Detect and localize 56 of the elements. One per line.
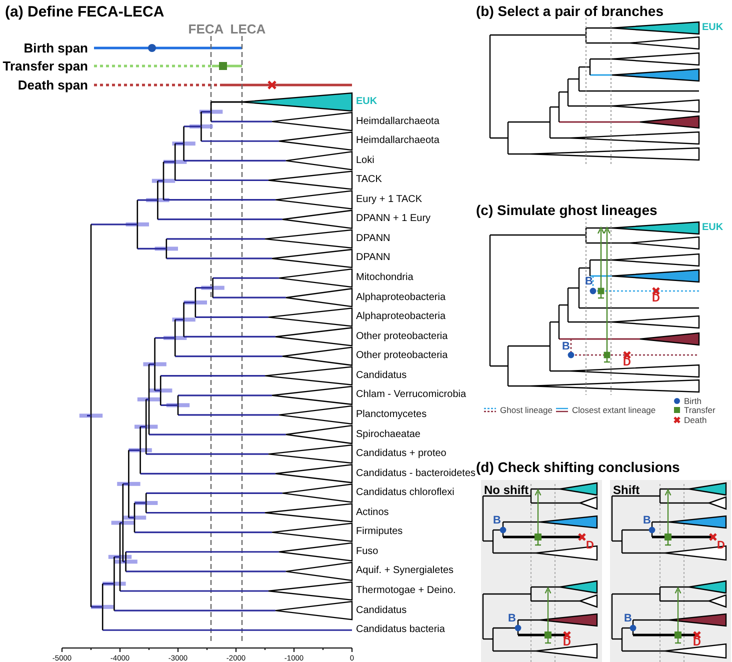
era-label: FECA [188, 22, 224, 36]
clade-label: EUK [702, 223, 724, 233]
era-label: LECA [230, 22, 266, 36]
panel-heading: No shift [484, 484, 529, 496]
taxon-label: Other proteobacteria [356, 351, 448, 362]
taxon-label: Candidatus + proteo [356, 449, 446, 460]
event-letter: B [493, 516, 501, 526]
taxon-label: Firmiputes [356, 527, 403, 538]
span-label: Transfer span [2, 60, 88, 72]
taxon-label: Aquif. + Synergialetes [356, 566, 454, 576]
event-letter: D [693, 638, 701, 648]
legend-label: Death [684, 416, 707, 424]
taxon-label: Candidatus [356, 370, 407, 381]
clade-label: EUK [702, 23, 724, 33]
legend-label: Closest extant lineage [572, 406, 656, 414]
panel-title: (b) Select a pair of branches [476, 4, 664, 18]
taxon-label: Loki [356, 156, 374, 166]
event-letter: B [643, 516, 651, 526]
taxon-label: Heimdallarchaeota [356, 116, 440, 127]
span-label: Death span [18, 78, 88, 92]
event-letter: D [623, 358, 631, 368]
taxon-label: Chlam - Verrucomicrobia [356, 390, 466, 400]
panel-title: (c) Simulate ghost lineages [476, 203, 658, 217]
event-letter: B [562, 342, 570, 352]
taxon-label: Alphaproteobacteria [356, 312, 446, 322]
taxon-label: Candidatus chloroflexi [356, 488, 454, 498]
span-label: Birth span [24, 42, 88, 54]
panel-heading: Shift [613, 484, 640, 496]
taxon-label: Fuso [356, 546, 378, 557]
event-letter: B [585, 276, 593, 288]
taxon-label: Other proteobacteria [356, 332, 448, 342]
taxon-label: Candidatus - bacteroidetes [356, 468, 476, 479]
event-letter: D [652, 294, 660, 304]
legend-label: Transfer [684, 406, 716, 414]
taxon-label: Heimdallarchaeota [356, 136, 440, 146]
event-letter: B [508, 614, 516, 624]
taxon-label: Candidatus [356, 606, 407, 616]
panel-title: (a) Define FECA-LECA [5, 4, 164, 20]
taxon-label: Planctomycetes [356, 410, 427, 420]
taxon-label: Eury + 1 TACK [356, 194, 422, 205]
taxon-label: DPANN [356, 253, 390, 264]
event-letter: D [563, 638, 571, 648]
panel-title: (d) Check shifting conclusions [476, 460, 680, 474]
taxon-label: TACK [356, 175, 382, 186]
taxon-label: Mitochondria [356, 273, 414, 284]
taxon-label: Spirochaeatae [356, 430, 420, 440]
taxon-label: DPANN [356, 234, 390, 244]
event-letter: B [624, 614, 632, 624]
taxon-label: Alphaproteobacteria [356, 292, 446, 303]
taxon-label: DPANN + 1 Eury [356, 214, 431, 224]
clade-label: EUK [356, 97, 378, 107]
legend-label: Birth [684, 396, 702, 406]
taxon-label: Thermotogae + Deino. [356, 586, 456, 596]
taxon-label: Actinos [356, 508, 389, 518]
taxon-label: Candidatus bacteria [356, 625, 445, 636]
legend-label: Ghost lineage [500, 406, 552, 414]
